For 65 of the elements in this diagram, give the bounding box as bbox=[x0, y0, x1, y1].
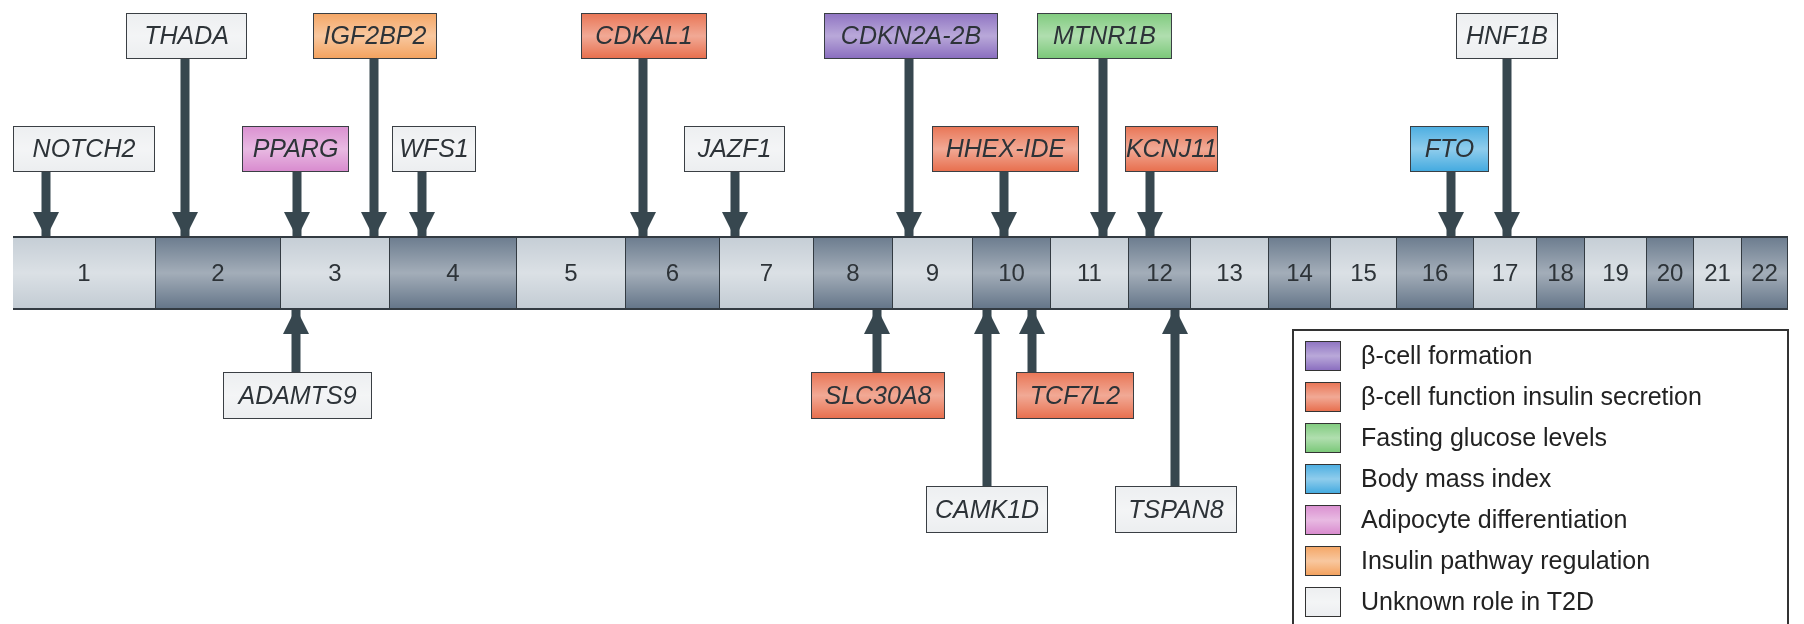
arrow bbox=[409, 172, 435, 238]
chromosome-segment: 8 bbox=[814, 236, 893, 310]
gene-box: JAZF1 bbox=[684, 126, 785, 172]
gene-box: WFS1 bbox=[392, 126, 476, 172]
arrow bbox=[1019, 308, 1045, 372]
chromosome-segment: 19 bbox=[1585, 236, 1647, 310]
arrow bbox=[284, 172, 310, 238]
chromosome-segment: 12 bbox=[1129, 236, 1191, 310]
gene-box: NOTCH2 bbox=[13, 126, 155, 172]
arrow bbox=[896, 59, 922, 238]
legend-label: Fasting glucose levels bbox=[1361, 422, 1607, 454]
gene-box: FTO bbox=[1410, 126, 1489, 172]
arrow bbox=[974, 308, 1000, 486]
legend-label: β-cell formation bbox=[1361, 340, 1533, 372]
arrow bbox=[1162, 308, 1188, 486]
gene-box: HNF1B bbox=[1456, 13, 1558, 59]
gene-box: TCF7L2 bbox=[1016, 372, 1134, 419]
gene-box: SLC30A8 bbox=[811, 372, 945, 419]
arrow bbox=[1137, 172, 1163, 238]
chromosome-segment: 14 bbox=[1269, 236, 1331, 310]
gene-box: CAMK1D bbox=[926, 486, 1048, 533]
chromosome-segment: 4 bbox=[390, 236, 517, 310]
arrow bbox=[864, 308, 890, 372]
legend-label: Body mass index bbox=[1361, 463, 1552, 495]
chromosome-segment: 16 bbox=[1397, 236, 1474, 310]
gene-box: CDKN2A-2B bbox=[824, 13, 998, 59]
legend-label: β-cell function insulin secretion bbox=[1361, 381, 1702, 413]
arrow bbox=[1494, 59, 1520, 238]
arrow bbox=[283, 308, 309, 372]
chromosome-segment: 3 bbox=[281, 236, 390, 310]
chromosome-segment: 9 bbox=[893, 236, 973, 310]
gene-box: ADAMTS9 bbox=[223, 372, 372, 419]
gene-box: MTNR1B bbox=[1037, 13, 1172, 59]
chromosome-segment: 5 bbox=[517, 236, 626, 310]
chromosome-segment: 2 bbox=[156, 236, 281, 310]
chromosome-segment: 11 bbox=[1051, 236, 1129, 310]
gene-box: HHEX-IDE bbox=[932, 126, 1079, 172]
gene-box: THADA bbox=[126, 13, 247, 59]
chromosome-segment: 20 bbox=[1647, 236, 1694, 310]
chromosome-segment: 15 bbox=[1331, 236, 1397, 310]
chromosome-segment: 6 bbox=[626, 236, 720, 310]
chromosome-segment: 7 bbox=[720, 236, 814, 310]
chromosome-segment: 21 bbox=[1694, 236, 1742, 310]
gene-box: KCNJ11 bbox=[1125, 126, 1218, 172]
gene-box: IGF2BP2 bbox=[313, 13, 437, 59]
gene-box: TSPAN8 bbox=[1115, 486, 1237, 533]
gene-box: CDKAL1 bbox=[581, 13, 707, 59]
legend-label: Unknown role in T2D bbox=[1361, 586, 1594, 618]
legend-label: Adipocyte differentiation bbox=[1361, 504, 1628, 536]
arrow bbox=[1090, 59, 1116, 238]
chromosome-segment: 17 bbox=[1474, 236, 1537, 310]
arrow bbox=[33, 172, 59, 238]
arrow bbox=[361, 59, 387, 238]
chromosome-segment: 18 bbox=[1537, 236, 1585, 310]
arrow bbox=[722, 172, 748, 238]
arrow bbox=[1438, 172, 1464, 238]
gene-box: PPARG bbox=[242, 126, 349, 172]
arrow bbox=[172, 59, 198, 238]
chromosome-segment: 13 bbox=[1191, 236, 1269, 310]
chromosome-segment: 1 bbox=[13, 236, 156, 310]
arrow bbox=[630, 59, 656, 238]
chromosome-segment: 22 bbox=[1742, 236, 1788, 310]
arrow bbox=[991, 172, 1017, 238]
chromosome-segment: 10 bbox=[973, 236, 1051, 310]
legend-label: Insulin pathway regulation bbox=[1361, 545, 1651, 577]
